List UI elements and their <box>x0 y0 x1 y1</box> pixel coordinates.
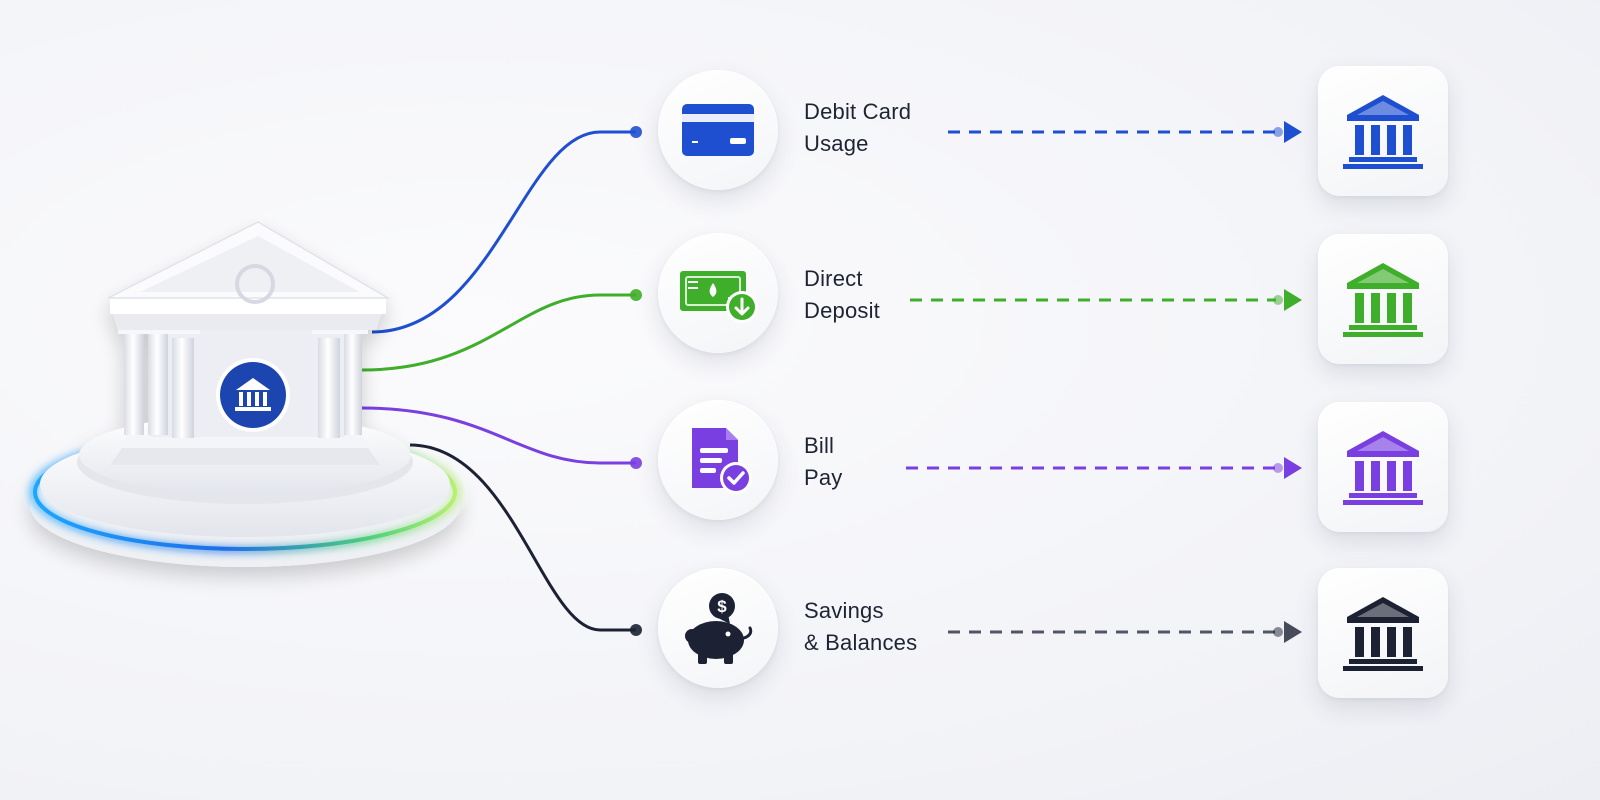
label-line: Savings <box>804 598 884 623</box>
billpay-connector-dot <box>630 457 642 469</box>
billpay-destination-bank <box>1318 402 1448 532</box>
debit-destination-bank <box>1318 66 1448 196</box>
bank-icon <box>1343 95 1423 169</box>
direct-deposit-label: Direct Deposit <box>804 263 954 327</box>
svg-text:$: $ <box>717 597 727 616</box>
direct-deposit-node <box>658 233 778 353</box>
deposit-arrow-dot <box>1273 295 1283 305</box>
savings-connector-curve <box>409 443 636 632</box>
bill-document-check-icon <box>692 428 752 494</box>
debit-arrow-dot <box>1273 127 1283 137</box>
label-line: & Balances <box>804 630 918 655</box>
hub-bank-building <box>29 221 461 567</box>
savings-arrow-head <box>1284 621 1302 643</box>
deposit-destination-bank <box>1318 234 1448 364</box>
credit-card-icon <box>682 104 754 156</box>
label-line: Usage <box>804 131 869 156</box>
bank-icon <box>1343 431 1423 505</box>
savings-node: $ <box>658 568 778 688</box>
cash-deposit-icon <box>680 271 758 323</box>
dashed-arrows <box>906 121 1302 643</box>
label-line: Bill <box>804 433 835 458</box>
connector-curves <box>361 126 642 636</box>
deposit-connector-dot <box>630 289 642 301</box>
piggy-bank-icon: $ <box>685 593 753 664</box>
debit-connector-dot <box>630 126 642 138</box>
debit-arrow-head <box>1284 121 1302 143</box>
hub-badge <box>220 362 286 428</box>
bank-icon <box>1343 597 1423 671</box>
label-line: Debit Card <box>804 99 912 124</box>
deposit-arrow-head <box>1284 289 1302 311</box>
label-line: Direct <box>804 266 863 291</box>
billpay-connector-curve <box>361 406 636 465</box>
savings-destination-bank <box>1318 568 1448 698</box>
bank-icon <box>235 378 271 411</box>
bill-pay-node <box>658 400 778 520</box>
savings-arrow-dot <box>1273 627 1283 637</box>
debit-card-label: Debit Card Usage <box>804 96 954 160</box>
billpay-arrow-head <box>1284 457 1302 479</box>
bill-pay-label: Bill Pay <box>804 430 954 494</box>
bank-icon <box>1343 263 1423 337</box>
deposit-connector-curve <box>361 293 636 372</box>
savings-label: Savings & Balances <box>804 595 954 659</box>
billpay-arrow-dot <box>1273 463 1283 473</box>
savings-connector-dot <box>630 624 642 636</box>
debit-connector-curve <box>371 130 636 334</box>
label-line: Pay <box>804 465 843 490</box>
label-line: Deposit <box>804 298 880 323</box>
debit-card-node <box>658 70 778 190</box>
